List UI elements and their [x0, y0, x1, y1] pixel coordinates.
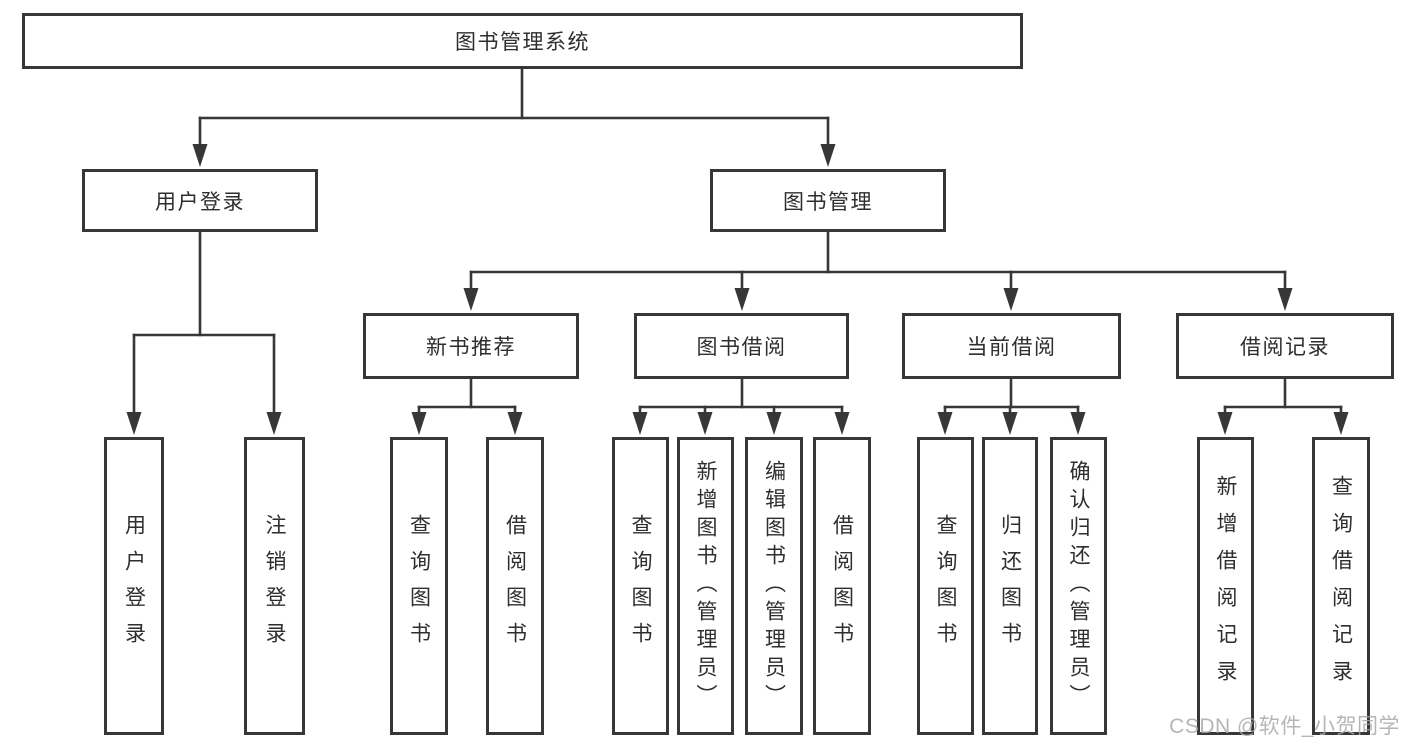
node-leaf-current-query-books: 查询图书	[917, 437, 974, 735]
node-leaf-rec-borrow-books: 借阅图书	[486, 437, 544, 735]
node-leaf-rec-query-books: 查询图书	[390, 437, 448, 735]
node-label: 查询图书	[407, 514, 431, 658]
node-leaf-confirm-return-admin: 确认归还（管理员）	[1050, 437, 1107, 735]
node-leaf-user-login: 用户登录	[104, 437, 164, 735]
node-label: 新书推荐	[426, 336, 516, 359]
node-label: 图书管理	[783, 190, 873, 214]
node-label: 新增借阅记录	[1214, 475, 1237, 697]
node-label: 查询借阅记录	[1329, 475, 1353, 697]
node-new-book-recommend: 新书推荐	[363, 313, 579, 379]
node-label: 用户登录	[155, 190, 245, 214]
node-label: 查询图书	[934, 514, 957, 658]
node-book-management: 图书管理	[710, 169, 946, 232]
node-label: 归还图书	[998, 514, 1022, 658]
node-label: 用户登录	[122, 514, 146, 658]
node-borrowing-records: 借阅记录	[1176, 313, 1394, 379]
node-leaf-borrow-borrow-books: 借阅图书	[813, 437, 871, 735]
node-label: 注销登录	[263, 514, 286, 658]
node-book-borrowing: 图书借阅	[634, 313, 849, 379]
node-label: 图书管理系统	[455, 31, 590, 54]
node-label: 编辑图书（管理员）	[762, 460, 786, 712]
node-leaf-borrow-query-books: 查询图书	[612, 437, 669, 735]
node-label: 当前借阅	[966, 336, 1057, 359]
node-leaf-return-books: 归还图书	[982, 437, 1038, 735]
node-leaf-query-borrow-record: 查询借阅记录	[1312, 437, 1370, 735]
node-label: 新增图书（管理员）	[694, 460, 717, 712]
node-label: 确认归还（管理员）	[1067, 460, 1090, 712]
node-label: 借阅图书	[503, 514, 527, 658]
node-leaf-add-borrow-record: 新增借阅记录	[1197, 437, 1254, 735]
node-label: 借阅记录	[1240, 336, 1330, 359]
node-leaf-logout: 注销登录	[244, 437, 305, 735]
node-current-borrowing: 当前借阅	[902, 313, 1121, 379]
csdn-watermark: CSDN @软件_小贺同学	[1169, 715, 1400, 738]
node-label: 查询图书	[629, 514, 652, 658]
node-leaf-add-books-admin: 新增图书（管理员）	[677, 437, 734, 735]
node-label: 图书借阅	[696, 336, 787, 359]
node-library-management-system: 图书管理系统	[22, 13, 1023, 69]
node-label: 借阅图书	[830, 514, 854, 658]
node-leaf-edit-books-admin: 编辑图书（管理员）	[745, 437, 803, 735]
node-user-login: 用户登录	[82, 169, 318, 232]
